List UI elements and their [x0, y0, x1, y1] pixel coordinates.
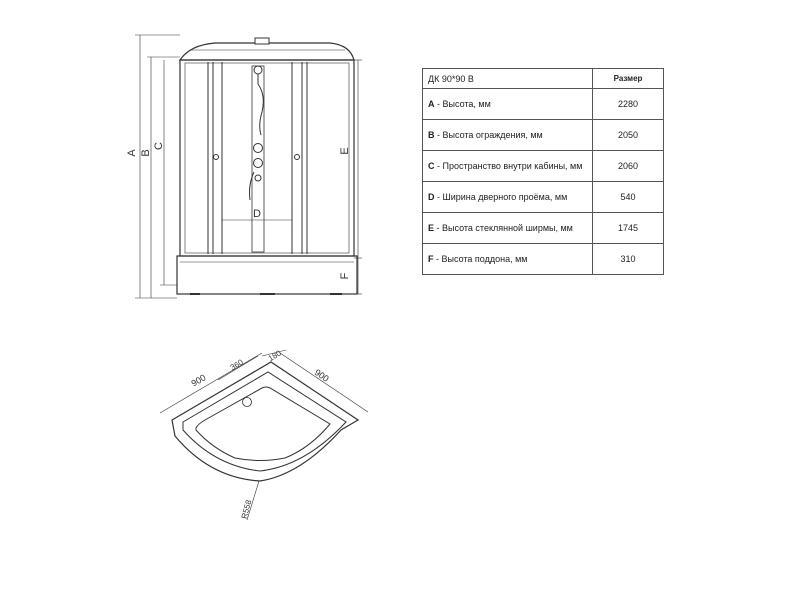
row-letter: D: [428, 192, 435, 202]
row-label: D - Ширина дверного проёма, мм: [422, 181, 593, 213]
table-row: A - Высота, мм 2280: [422, 88, 664, 120]
front-view: [135, 34, 362, 299]
row-text: - Пространство внутри кабины, мм: [434, 161, 583, 171]
dim-radius: R558: [240, 498, 254, 519]
row-letter: A: [428, 99, 435, 109]
table-header-row: ДК 90*90 В Размер: [422, 68, 664, 89]
row-label: F - Высота поддона, мм: [422, 243, 593, 275]
model-title: ДК 90*90 В: [422, 68, 593, 89]
tray-outline: [171, 361, 360, 482]
row-label: E - Высота стеклянной ширмы, мм: [422, 212, 593, 244]
specification-table: ДК 90*90 В Размер A - Высота, мм 2280 B …: [422, 68, 664, 275]
dim-side-right: 900: [313, 367, 331, 384]
dim-label-a: A: [126, 149, 138, 157]
row-letter: E: [428, 223, 435, 233]
dim-label-b: B: [140, 149, 152, 156]
dim-offset: 360: [229, 357, 246, 372]
row-value: 2280: [592, 88, 664, 120]
row-label: C - Пространство внутри кабины, мм: [422, 150, 593, 182]
top-view-labels: 900 360 180 900 R558: [189, 348, 330, 519]
row-value: 1745: [592, 212, 664, 244]
row-text: - Высота поддона, мм: [433, 254, 528, 264]
dim-small: 180: [267, 348, 284, 363]
left-door-handle: [213, 154, 219, 160]
row-text: - Высота стеклянной ширмы, мм: [434, 223, 573, 233]
row-value: 310: [592, 243, 664, 275]
dim-label-f: F: [339, 272, 351, 279]
row-text: - Ширина дверного проёма, мм: [434, 192, 568, 202]
cabin-body: [179, 59, 355, 257]
cabin-roof: [178, 42, 355, 61]
table-row: B - Высота ограждения, мм 2050: [422, 119, 664, 151]
dim-side-left: 900: [189, 372, 207, 388]
row-letter: C: [428, 161, 435, 171]
front-view-labels: A B C E F D: [126, 142, 351, 279]
row-letter: F: [428, 254, 434, 264]
row-label: B - Высота ограждения, мм: [422, 119, 593, 151]
row-label: A - Высота, мм: [422, 88, 593, 120]
row-letter: B: [428, 130, 435, 140]
dim-label-e: E: [339, 147, 351, 154]
drain-icon: [242, 397, 252, 407]
row-text: - Высота, мм: [434, 99, 491, 109]
right-door-handle: [294, 154, 300, 160]
row-value: 2060: [592, 150, 664, 182]
dimension-lines: [135, 34, 362, 299]
table-row: D - Ширина дверного проёма, мм 540: [422, 181, 664, 213]
shower-panel: [249, 65, 265, 253]
dim-label-c: C: [153, 142, 165, 150]
table-row: F - Высота поддона, мм 310: [422, 243, 664, 275]
row-value: 2050: [592, 119, 664, 151]
dim-label-d: D: [253, 208, 261, 220]
table-row: E - Высота стеклянной ширмы, мм 1745: [422, 212, 664, 244]
size-column-header: Размер: [592, 68, 664, 89]
tray-basin: [195, 386, 331, 461]
top-view: [159, 349, 369, 521]
row-text: - Высота ограждения, мм: [434, 130, 543, 140]
row-value: 540: [592, 181, 664, 213]
table-row: C - Пространство внутри кабины, мм 2060: [422, 150, 664, 182]
